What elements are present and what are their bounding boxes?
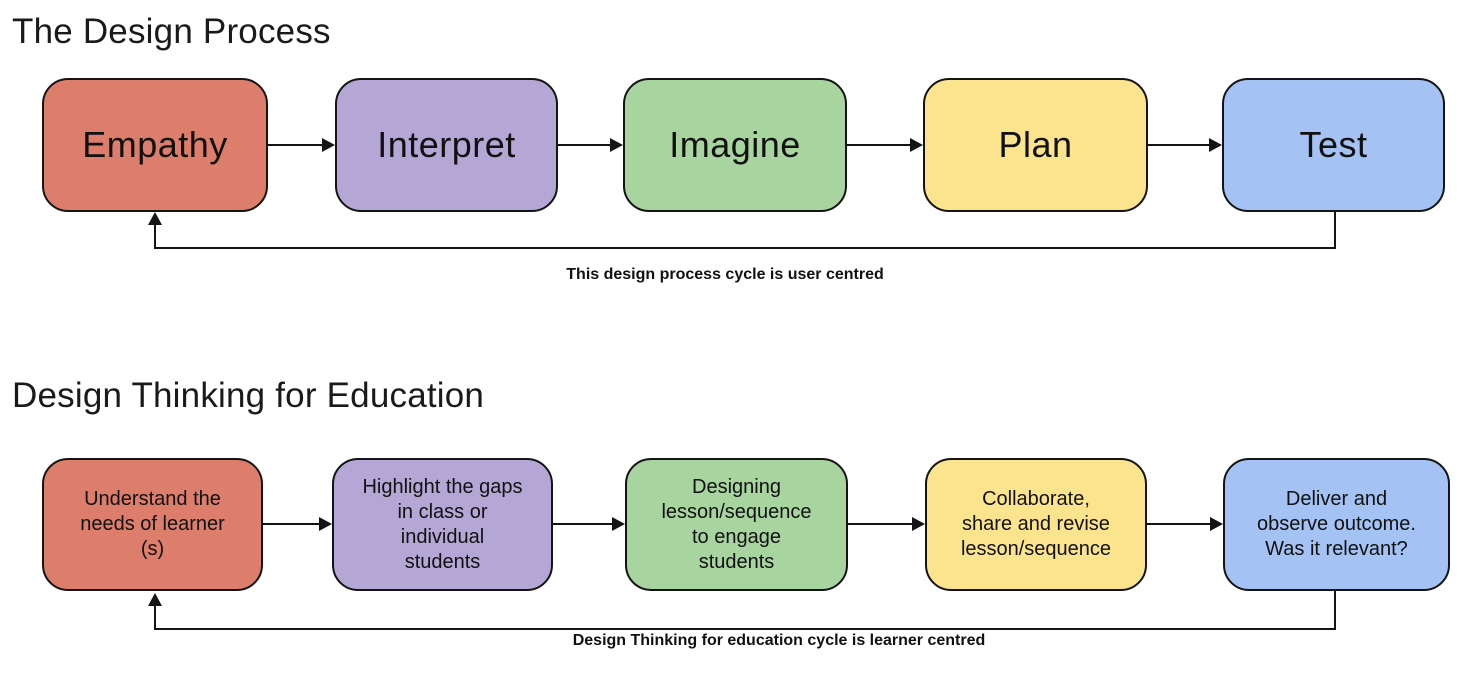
flow-arrow-icon	[558, 138, 623, 152]
feedback-line-across	[154, 628, 1336, 630]
diagram2-title: Design Thinking for Education	[12, 376, 485, 415]
step-label-empathy: Empathy	[82, 124, 228, 165]
step-label-collaborate-share: Collaborate, share and revise lesson/seq…	[960, 488, 1112, 560]
feedback-line-down	[1334, 212, 1336, 249]
feedback-line-up	[154, 606, 156, 630]
feedback-arrowhead-icon	[148, 212, 162, 225]
feedback-line-across	[154, 247, 1336, 249]
step-label-interpret: Interpret	[377, 124, 516, 165]
step-box-collaborate-share: Collaborate, share and revise lesson/seq…	[925, 458, 1147, 591]
step-label-imagine: Imagine	[669, 124, 801, 165]
diagram2-caption: Design Thinking for education cycle is l…	[572, 632, 986, 649]
step-box-designing-lesson: Designing lesson/sequence to engage stud…	[625, 458, 848, 591]
step-label-highlight-gaps: Highlight the gaps in class or individua…	[362, 475, 523, 573]
step-box-plan: Plan	[923, 78, 1148, 212]
flow-arrow-icon	[848, 517, 925, 531]
step-label-understand-needs: Understand the needs of learner (s)	[80, 488, 225, 560]
step-box-empathy: Empathy	[42, 78, 268, 212]
flow-arrow-icon	[268, 138, 335, 152]
step-box-test: Test	[1222, 78, 1445, 212]
step-box-highlight-gaps: Highlight the gaps in class or individua…	[332, 458, 553, 591]
step-box-understand-needs: Understand the needs of learner (s)	[42, 458, 263, 591]
feedback-line-up	[154, 224, 156, 249]
flow-arrow-icon	[263, 517, 332, 531]
step-label-designing-lesson: Designing lesson/sequence to engage stud…	[661, 475, 812, 573]
feedback-line-down	[1334, 591, 1336, 630]
step-label-test: Test	[1299, 124, 1368, 165]
flow-arrow-icon	[847, 138, 923, 152]
diagram1-caption: This design process cycle is user centre…	[566, 266, 884, 283]
feedback-arrowhead-icon	[148, 593, 162, 606]
step-label-plan: Plan	[998, 124, 1073, 165]
flow-arrow-icon	[1148, 138, 1222, 152]
flow-arrow-icon	[553, 517, 625, 531]
step-box-deliver-observe: Deliver and observe outcome. Was it rele…	[1223, 458, 1450, 591]
step-box-imagine: Imagine	[623, 78, 847, 212]
flow-arrow-icon	[1147, 517, 1223, 531]
diagram1-title: The Design Process	[12, 12, 331, 51]
step-label-deliver-observe: Deliver and observe outcome. Was it rele…	[1257, 488, 1416, 560]
step-box-interpret: Interpret	[335, 78, 558, 212]
